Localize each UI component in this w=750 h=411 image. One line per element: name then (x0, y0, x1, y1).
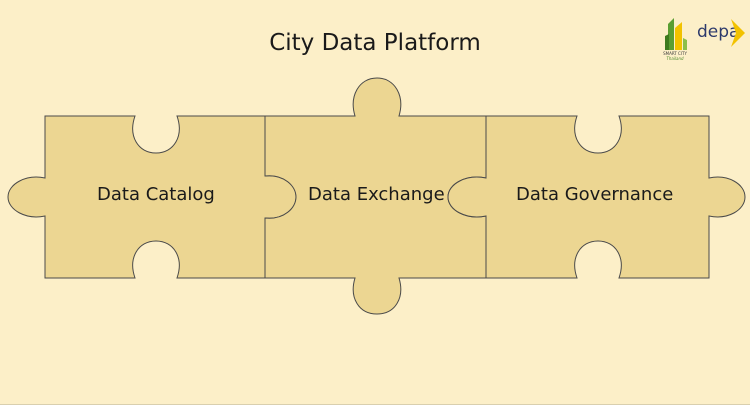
depa-logo: depa (697, 16, 747, 50)
depa-wordmark: depa (697, 22, 740, 42)
piece-label-data-governance: Data Governance (516, 184, 674, 205)
piece-label-data-catalog: Data Catalog (97, 184, 215, 205)
slide-title: City Data Platform (269, 30, 481, 56)
smart-city-caption: SMART CITY (663, 51, 687, 56)
puzzle-piece-right (447, 115, 746, 279)
smart-city-subcaption: Thailand (666, 56, 684, 61)
smart-city-logo-icon (665, 18, 687, 50)
piece-label-data-exchange: Data Exchange (308, 184, 445, 205)
smart-city-logo: SMART CITY Thailand (660, 14, 690, 68)
depa-chevron-icon (731, 19, 745, 47)
